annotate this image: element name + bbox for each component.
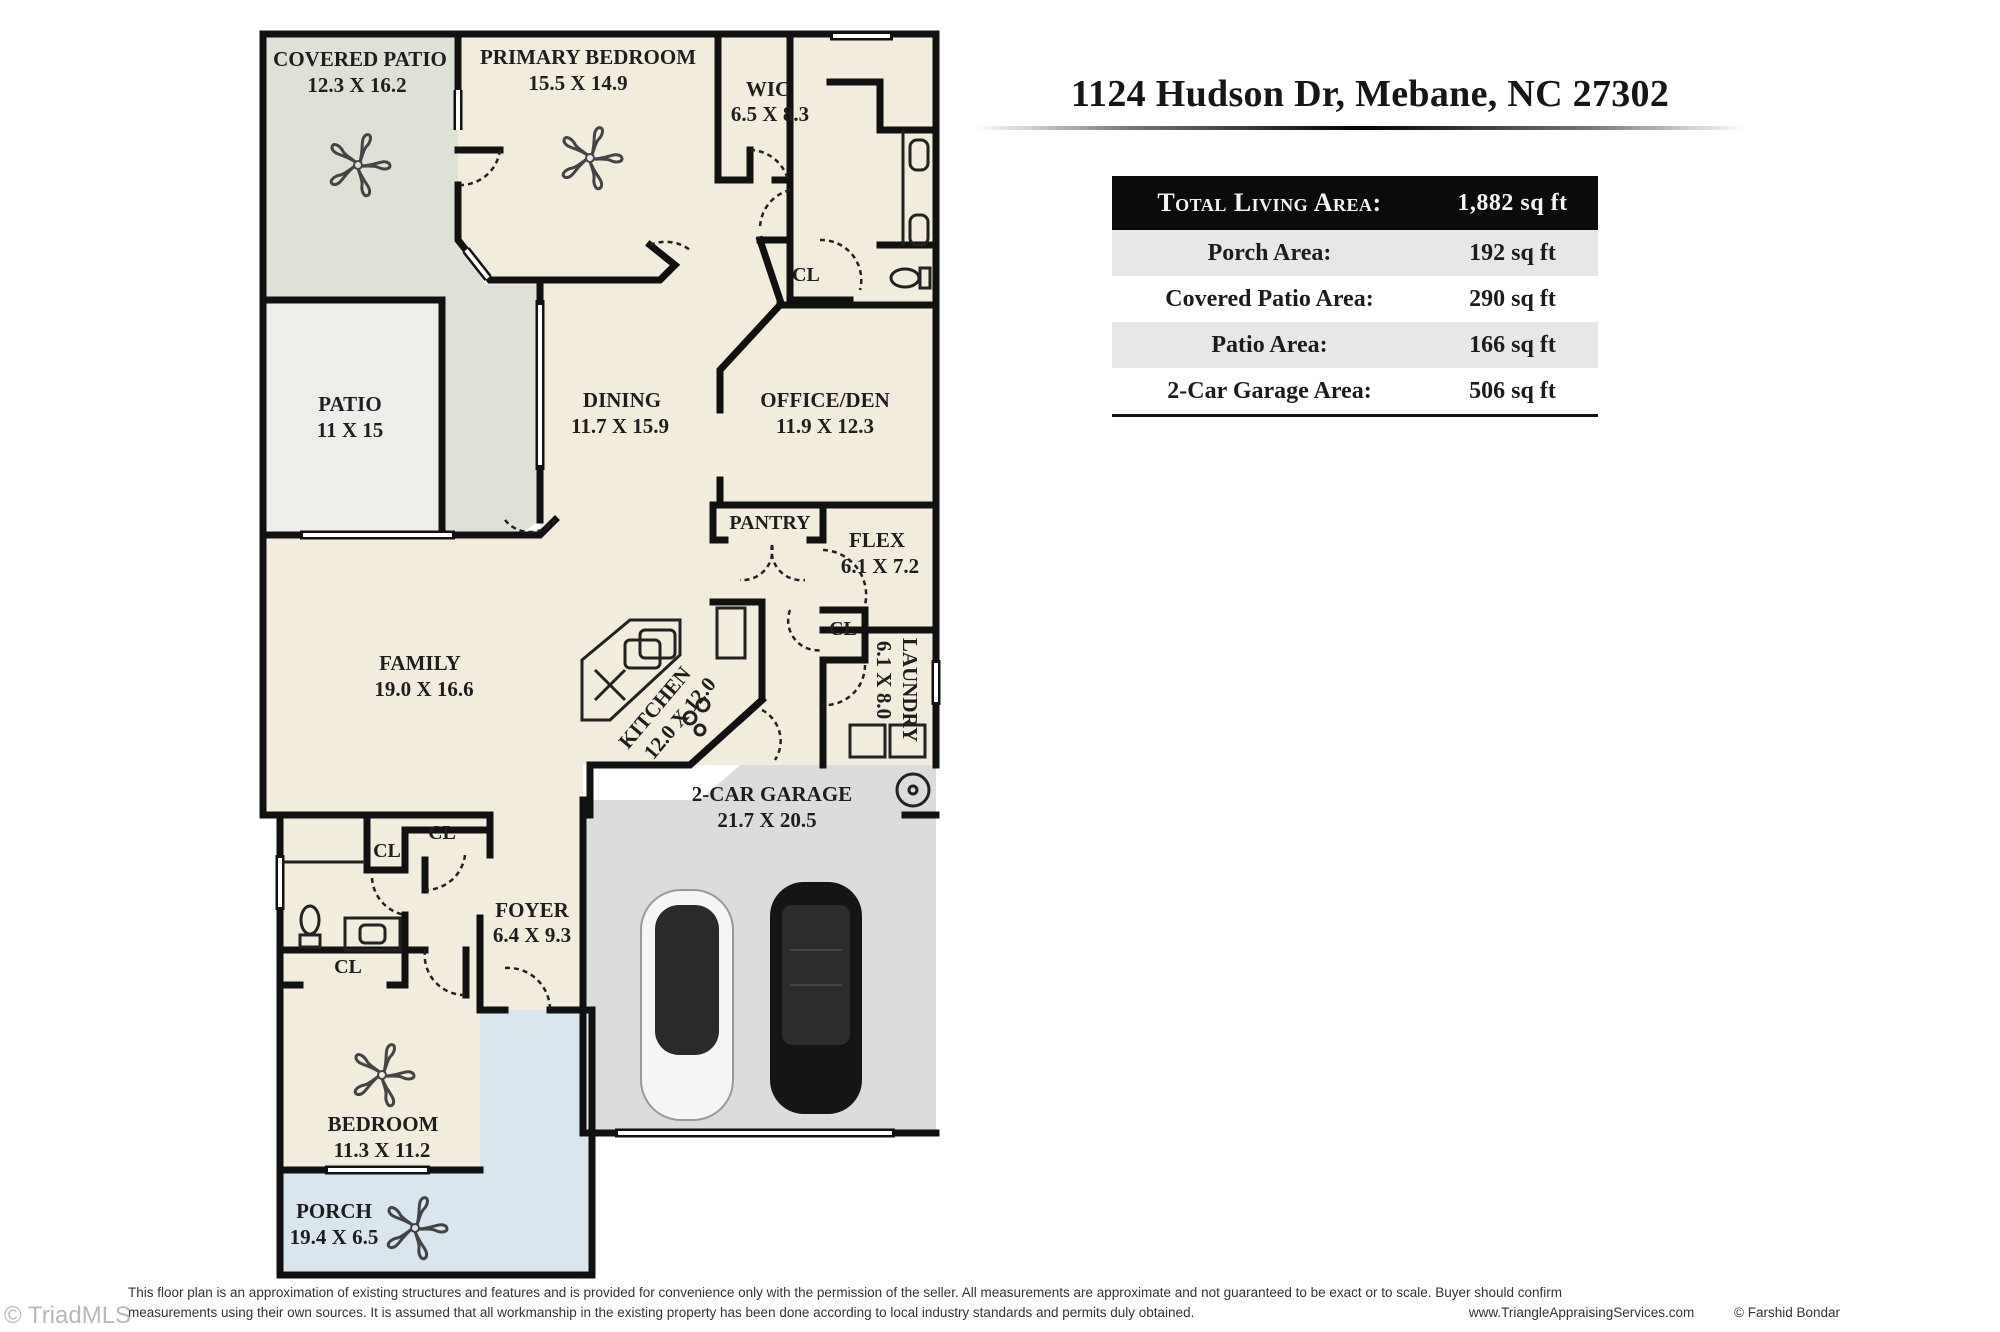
- covered-patio-name: COVERED PATIO: [273, 47, 447, 71]
- disclaimer-footer: This floor plan is an approximation of e…: [128, 1283, 1840, 1323]
- family-name: FAMILY: [379, 651, 461, 675]
- closet-label: CL: [373, 840, 401, 862]
- footer-credits: www.TriangleAppraisingServices.com © Far…: [1433, 1303, 1840, 1323]
- address-underline: [975, 126, 1745, 130]
- bedroom-name: BEDROOM: [328, 1112, 439, 1136]
- room-labels: COVERED PATIO 12.3 X 16.2 PRIMARY BEDROO…: [273, 45, 922, 1249]
- door-swings: [370, 148, 868, 1011]
- covered-patio-fill: [263, 34, 540, 535]
- mls-watermark: © TriadMLS: [4, 1302, 132, 1329]
- black-car: [770, 882, 862, 1114]
- area-row-label: 2-Car Garage Area:: [1112, 368, 1427, 417]
- dining-dims: 11.7 X 15.9: [571, 414, 669, 438]
- area-row-value: 290 sq ft: [1469, 285, 1556, 312]
- office-den-dims: 11.9 X 12.3: [776, 414, 874, 438]
- area-row: Patio Area: 166 sq ft: [1112, 322, 1598, 368]
- foyer-dims: 6.4 X 9.3: [493, 923, 571, 947]
- garage-name: 2-CAR GARAGE: [692, 782, 852, 806]
- patio-dims: 11 X 15: [317, 418, 384, 442]
- porch-name: PORCH: [296, 1199, 372, 1223]
- property-address: 1124 Hudson Dr, Mebane, NC 27302: [1070, 73, 1670, 115]
- cars: [640, 882, 862, 1121]
- wic-dims: 6.5 X 8.3: [731, 102, 809, 126]
- kitchen-island: [580, 618, 682, 722]
- flex-name: FLEX: [849, 528, 905, 552]
- family-dims: 19.0 X 16.6: [374, 677, 473, 701]
- pantry-name: PANTRY: [729, 512, 811, 534]
- total-living-area-label: Total Living Area:: [1112, 176, 1427, 230]
- garage-dims: 21.7 X 20.5: [717, 808, 816, 832]
- area-row-value: 192 sq ft: [1427, 230, 1598, 276]
- disclaimer-line-1: This floor plan is an approximation of e…: [128, 1285, 1563, 1300]
- area-row-value: 506 sq ft: [1427, 368, 1598, 417]
- area-row-value: 166 sq ft: [1427, 322, 1598, 368]
- fixtures: [282, 126, 932, 1262]
- area-row-label: Porch Area:: [1112, 230, 1427, 276]
- foyer-name: FOYER: [495, 898, 569, 922]
- dining-name: DINING: [583, 388, 661, 412]
- closet-label: CL: [428, 822, 456, 844]
- area-row: Porch Area: 192 sq ft: [1112, 230, 1598, 276]
- primary-bedroom-dims: 15.5 X 14.9: [528, 71, 627, 95]
- walls: [259, 30, 940, 1279]
- covered-patio-dims: 12.3 X 16.2: [307, 73, 406, 97]
- area-summary-table: Total Living Area: 1,882 sq ft Porch Are…: [1112, 176, 1598, 417]
- laundry-name: LAUNDRY: [898, 638, 922, 742]
- office-den-name: OFFICE/DEN: [760, 388, 890, 412]
- patio-name: PATIO: [318, 392, 381, 416]
- flex-dims: 6.1 X 7.2: [841, 554, 919, 578]
- area-row: 2-Car Garage Area: 506 sq ft: [1112, 368, 1598, 417]
- closet-label: CL: [792, 264, 820, 286]
- closet-label: CL: [334, 956, 362, 978]
- total-living-area-row: Total Living Area: 1,882 sq ft: [1112, 176, 1598, 230]
- porch-fill: [280, 1010, 592, 1275]
- website-link[interactable]: www.TriangleAppraisingServices.com: [1468, 1305, 1695, 1320]
- area-row-label: Patio Area:: [1112, 322, 1427, 368]
- area-row: Covered Patio Area: 290 sq ft: [1112, 276, 1598, 322]
- total-living-area-value: 1,882 sq ft: [1427, 176, 1598, 230]
- primary-bedroom-name: PRIMARY BEDROOM: [480, 45, 696, 69]
- porch-dims: 19.4 X 6.5: [290, 1225, 379, 1249]
- closet-label: CL: [829, 618, 857, 640]
- area-row-label: Covered Patio Area:: [1165, 285, 1374, 312]
- laundry-dims: 6.1 X 8.0: [872, 641, 896, 719]
- windows: [275, 31, 941, 1175]
- patio-fill: [263, 300, 442, 532]
- white-car: [640, 889, 734, 1121]
- copyright-text: © Farshid Bondar: [1734, 1305, 1840, 1320]
- bedroom-dims: 11.3 X 11.2: [334, 1138, 431, 1162]
- wic-name: WIC: [746, 77, 790, 101]
- disclaimer-line-2: measurements using their own sources. It…: [128, 1305, 1195, 1320]
- disclaimer-line-2-row: measurements using their own sources. It…: [128, 1303, 1840, 1323]
